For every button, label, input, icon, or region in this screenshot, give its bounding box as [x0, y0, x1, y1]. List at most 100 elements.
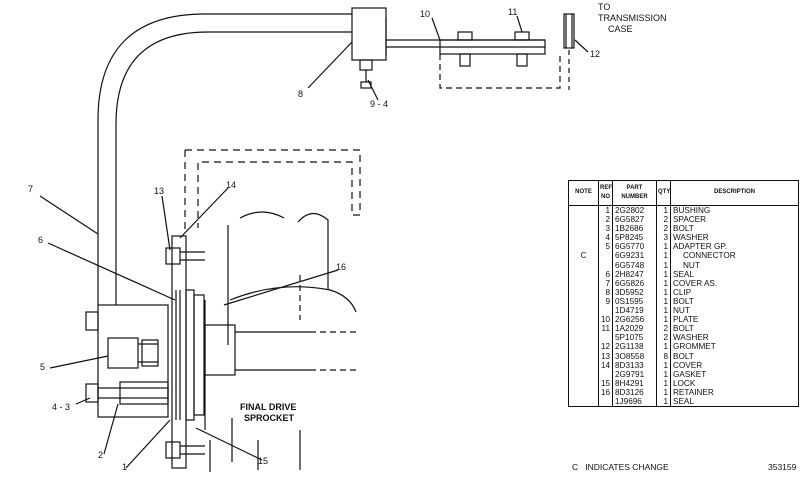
- callout-11: 11: [508, 7, 517, 17]
- cell-description: BOLT: [670, 224, 799, 234]
- cell-note: [568, 387, 599, 397]
- cell-note: [568, 269, 599, 279]
- callout-2: 2: [98, 450, 103, 460]
- cell-part-number: 1A2029: [612, 324, 657, 334]
- cell-part-number: 6G5826: [612, 278, 657, 288]
- cell-note: [568, 296, 599, 307]
- label-transmission: TRANSMISSION: [598, 13, 667, 23]
- cell-description: WASHER: [670, 233, 799, 243]
- cell-qty: 1: [656, 342, 671, 352]
- cell-description: BOLT: [670, 351, 799, 361]
- cell-note: [568, 351, 599, 361]
- cell-qty: 3: [656, 233, 671, 243]
- header-qty: QTY: [656, 180, 671, 206]
- cell-part-number: 2G1138: [612, 342, 657, 352]
- cell-part-number: 6G5827: [612, 215, 657, 225]
- cell-qty: 1: [656, 360, 671, 370]
- cell-qty: 2: [656, 324, 671, 334]
- cell-qty: 1: [656, 251, 671, 261]
- plate: [439, 39, 546, 55]
- cell-description: LOCK: [670, 378, 799, 388]
- cell-note: [568, 396, 599, 408]
- callout-8: 8: [298, 89, 303, 99]
- callout-4-3: 4 - 3: [52, 402, 70, 412]
- cell-ref: 11: [598, 324, 613, 334]
- cell-qty: 8: [656, 351, 671, 361]
- callout-13: 13: [154, 186, 164, 196]
- gasket: [185, 289, 195, 421]
- cell-ref: 5: [598, 242, 613, 252]
- adapter-housing: [97, 304, 169, 418]
- cell-part-number: 8D3126: [612, 387, 657, 397]
- bolt-bottom-head: [165, 441, 181, 459]
- cell-part-number: 1B2686: [612, 224, 657, 234]
- cell-note: [568, 233, 599, 243]
- cell-part-number: 6G5748: [612, 260, 657, 270]
- cell-ref: [598, 306, 613, 316]
- callout-7: 7: [28, 184, 33, 194]
- cell-ref: 10: [598, 315, 613, 325]
- cell-part-number: 5P8245: [612, 233, 657, 243]
- header-ref: REF NO: [598, 180, 613, 206]
- cell-part-number: 1J9696: [612, 396, 657, 408]
- cell-description: COVER AS.: [670, 278, 799, 288]
- cell-ref: 14: [598, 360, 613, 370]
- bent-tube-inner: [115, 31, 352, 230]
- cell-part-number: 0S1595: [612, 296, 657, 307]
- cell-qty: 1: [656, 378, 671, 388]
- cell-description: RETAINER: [670, 387, 799, 397]
- cell-note: [568, 224, 599, 234]
- cell-description: SEAL: [670, 269, 799, 279]
- cell-note: [568, 205, 599, 216]
- cell-qty: 1: [656, 306, 671, 316]
- callout-10: 10: [420, 9, 430, 19]
- cell-ref: 3: [598, 224, 613, 234]
- clip-block: [351, 7, 387, 61]
- cell-qty: 1: [656, 269, 671, 279]
- cell-description: GROMMET: [670, 342, 799, 352]
- cell-part-number: 2H8247: [612, 269, 657, 279]
- seal-ring: [193, 294, 205, 416]
- callout-9-4: 9 - 4: [370, 99, 388, 109]
- cell-description: GASKET: [670, 369, 799, 379]
- header-part-number: PART NUMBER: [612, 180, 657, 206]
- cell-note: [568, 378, 599, 388]
- cell-qty: 1: [656, 387, 671, 397]
- cell-description: WASHER: [670, 333, 799, 343]
- cell-ref: 4: [598, 233, 613, 243]
- cell-ref: [598, 369, 613, 379]
- cell-note: C: [568, 251, 599, 261]
- cell-part-number: 5P1075: [612, 333, 657, 343]
- cell-qty: 1: [656, 369, 671, 379]
- cell-description: PLATE: [670, 315, 799, 325]
- cell-part-number: 6G5770: [612, 242, 657, 252]
- cell-qty: 2: [656, 333, 671, 343]
- cell-note: [568, 306, 599, 316]
- drawing-number: 353159: [768, 462, 797, 472]
- callout-12: 12: [590, 49, 600, 59]
- cell-note: [568, 287, 599, 297]
- callout-1: 1: [122, 462, 127, 472]
- cell-ref: [598, 396, 613, 408]
- cell-note: [568, 369, 599, 379]
- cell-qty: 2: [656, 215, 671, 225]
- cell-part-number: 2G9791: [612, 369, 657, 379]
- label-to: TO: [598, 2, 610, 12]
- clip-bolt-head: [359, 59, 373, 71]
- cell-description: CONNECTOR: [670, 251, 799, 261]
